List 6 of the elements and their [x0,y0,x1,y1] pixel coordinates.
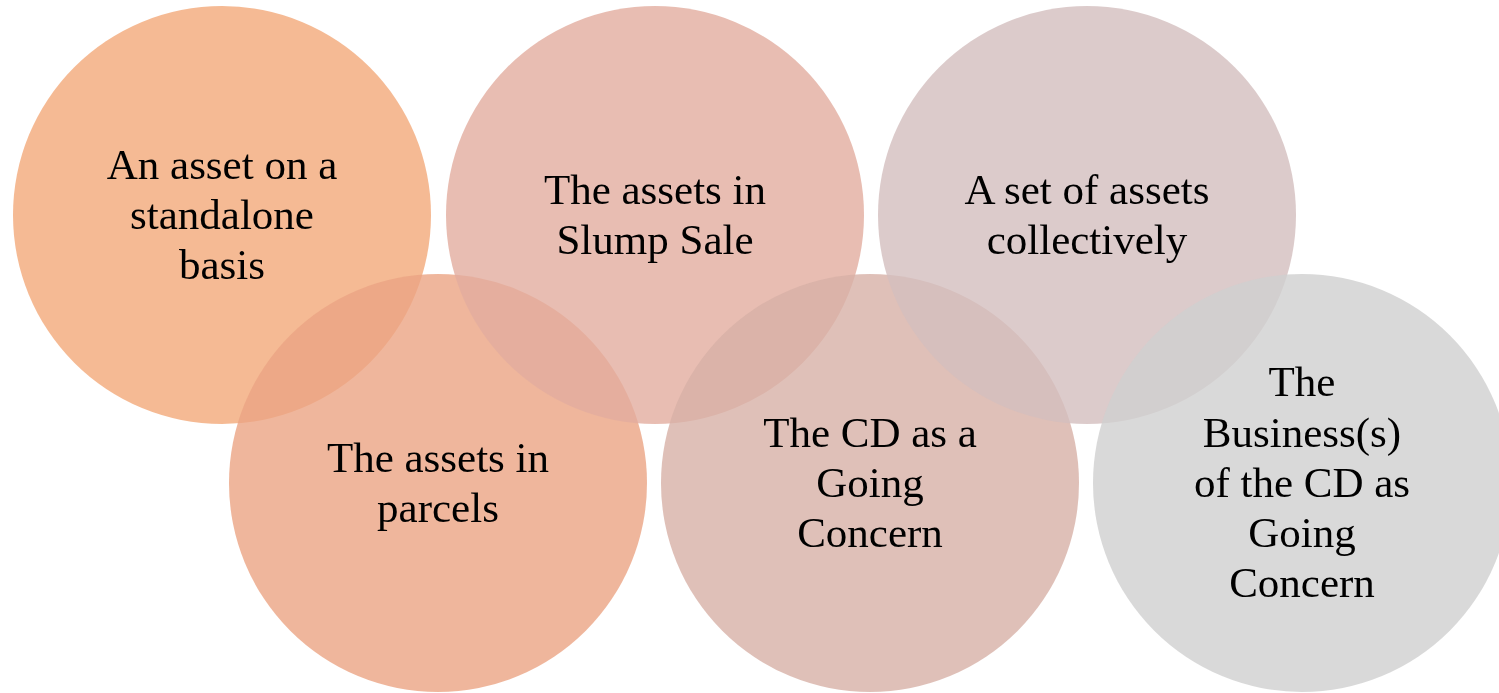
circle-label: The assets in parcels [325,432,551,533]
circle-label: The assets in Slump Sale [542,164,768,265]
circle-label: The CD as a Going Concern [762,407,978,559]
circle-label: The Business(s) of the CD as Going Concern [1192,357,1412,609]
circle-label: A set of assets collectively [963,164,1211,265]
circle-label: An asset on a standalone basis [105,139,339,291]
